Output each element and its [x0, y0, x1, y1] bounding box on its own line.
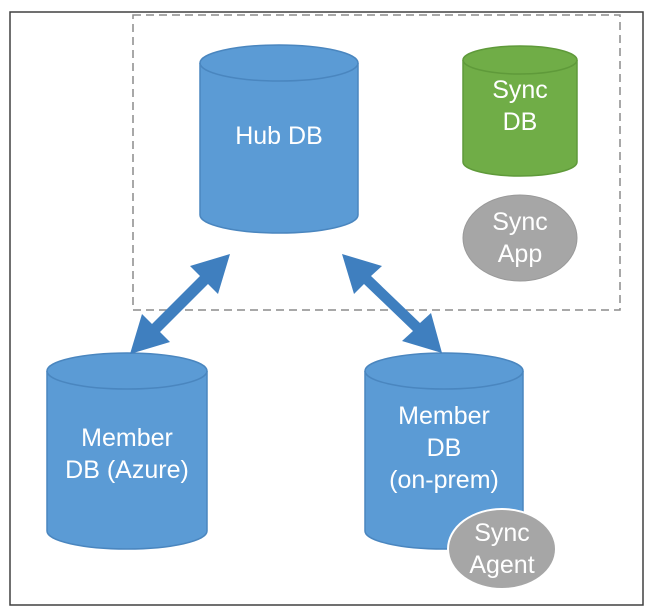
hub-db-label-line1: Hub DB	[235, 122, 323, 150]
sync-agent-label: Sync Agent	[448, 517, 556, 581]
sync-agent-label-line2: Agent	[469, 551, 535, 579]
member-db-azure-label-line1: Member	[81, 424, 173, 452]
sync-app-ellipse	[462, 194, 578, 282]
sync-agent-ellipse	[447, 508, 557, 590]
member-db-azure-label: Member DB (Azure)	[47, 422, 207, 486]
hub-db-cylinder	[199, 44, 359, 234]
member-db-azure-cylinder	[46, 352, 208, 550]
member-db-onprem-cylinder	[364, 352, 524, 550]
member-db-onprem-label: Member DB (on-prem)	[365, 400, 523, 496]
sync-db-label-line2: DB	[502, 108, 538, 136]
sync-app-label: Sync App	[463, 206, 577, 270]
sync-agent-label-line1: Sync	[474, 519, 530, 547]
sync-db-label: Sync DB	[463, 74, 577, 138]
member-db-azure-label-line2: DB (Azure)	[65, 456, 189, 484]
sync-db-label-line1: Sync	[492, 76, 548, 104]
member-db-onprem-label-line2: DB	[426, 434, 462, 462]
member-db-onprem-label-line1: Member	[398, 402, 490, 430]
hub-db-label: Hub DB	[200, 120, 358, 152]
sync-app-label-line2: App	[497, 240, 543, 268]
sync-app-label-line1: Sync	[492, 208, 548, 236]
double-arrow-hub-to-azure	[130, 254, 230, 354]
sync-db-cylinder	[462, 45, 578, 177]
member-db-onprem-label-line3: (on-prem)	[389, 466, 499, 494]
double-arrow-hub-to-onprem	[342, 254, 442, 353]
